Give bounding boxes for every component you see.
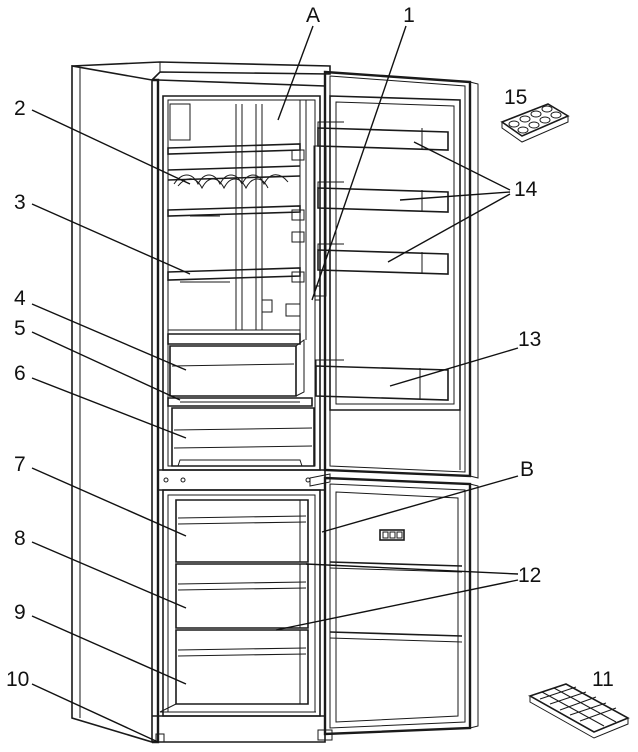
fridge-door bbox=[313, 70, 479, 479]
callout-12: 12 bbox=[518, 564, 541, 587]
callout-10: 10 bbox=[6, 668, 29, 691]
callout-3: 3 bbox=[14, 191, 26, 214]
callout-13: 13 bbox=[518, 328, 541, 351]
ice-tray bbox=[528, 683, 630, 739]
callout-14: 14 bbox=[514, 178, 538, 201]
chiller-drawer bbox=[169, 339, 305, 397]
freezer-drawer-middle bbox=[175, 563, 309, 629]
callout-5: 5 bbox=[14, 317, 26, 340]
bottle-balcony bbox=[315, 359, 449, 401]
callout-1: 1 bbox=[403, 4, 415, 27]
crisper-drawer bbox=[171, 407, 315, 467]
callout-2: 2 bbox=[14, 97, 26, 120]
callout-4: 4 bbox=[14, 287, 26, 310]
leader-lines bbox=[31, 25, 519, 743]
freezer-drawer-top bbox=[175, 499, 309, 563]
freezer-door bbox=[309, 473, 479, 741]
callout-15: 15 bbox=[504, 86, 527, 109]
glass-shelves bbox=[167, 143, 301, 345]
callout-A: A bbox=[306, 4, 320, 27]
wine-rack bbox=[167, 165, 301, 190]
callout-B: B bbox=[520, 458, 534, 481]
callout-6: 6 bbox=[14, 362, 26, 385]
callout-7: 7 bbox=[14, 453, 26, 476]
freezer-drawer-bottom bbox=[159, 629, 316, 713]
callout-9: 9 bbox=[14, 601, 26, 624]
callout-11: 11 bbox=[592, 668, 614, 691]
crisper-cover bbox=[167, 397, 313, 407]
egg-tray bbox=[500, 103, 570, 143]
callout-8: 8 bbox=[14, 527, 26, 550]
cabinet-body bbox=[71, 61, 331, 744]
fridge-interior bbox=[168, 100, 321, 340]
